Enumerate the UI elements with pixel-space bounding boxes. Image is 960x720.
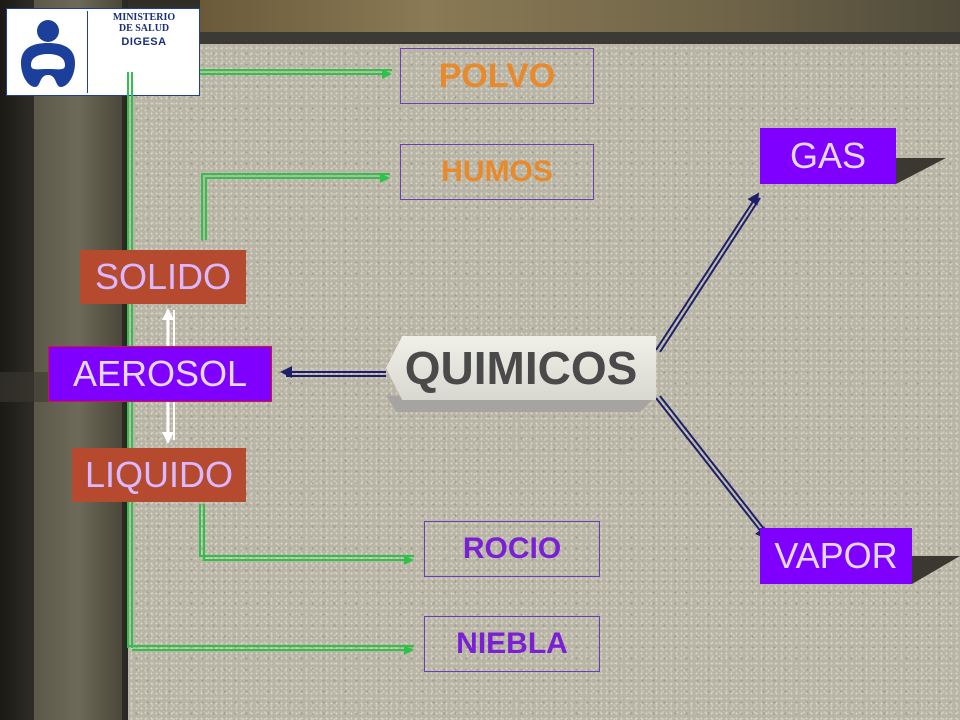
box-solido: SOLIDO	[80, 250, 246, 304]
arrow-quimicos-vapor	[655, 395, 769, 540]
label-aerosol: AEROSOL	[72, 353, 248, 394]
label-rocio: ROCIO	[462, 532, 562, 565]
arrow-aerosol-liquido	[162, 402, 175, 444]
arrow-to-polvo	[200, 69, 392, 79]
arrow-quimicos-aerosol	[280, 366, 386, 378]
box-niebla: NIEBLA	[424, 616, 600, 672]
person-icon	[9, 11, 88, 93]
logo-line-1: MINISTERIO	[112, 12, 176, 23]
gas-box-shadow	[896, 158, 946, 184]
label-liquido: LIQUIDO	[84, 454, 234, 495]
box-polvo: POLVO	[400, 48, 594, 104]
label-quimicos: QUIMICOS	[404, 342, 638, 394]
logo-line-2: DE SALUD	[118, 23, 170, 34]
box-aerosol: AEROSOL	[48, 346, 272, 402]
arrow-to-humos	[201, 173, 390, 240]
box-vapor: VAPOR	[760, 528, 912, 584]
aerosol-box-shadow	[0, 372, 48, 402]
top-band	[200, 0, 960, 32]
vapor-box-shadow	[912, 556, 960, 584]
label-humos: HUMOS	[441, 155, 553, 188]
quimicos-box-base	[386, 396, 656, 412]
box-rocio: ROCIO	[424, 521, 600, 577]
label-vapor: VAPOR	[774, 535, 898, 576]
logo-line-3: DIGESA	[121, 36, 167, 48]
label-polvo: POLVO	[438, 56, 556, 95]
arrow-to-rocio	[199, 504, 414, 565]
top-band-shadow	[200, 32, 960, 44]
box-liquido: LIQUIDO	[72, 448, 246, 502]
arrow-to-niebla	[128, 645, 414, 655]
arrow-aerosol-solido	[162, 308, 175, 346]
box-quimicos: QUIMICOS	[386, 336, 656, 400]
box-gas: GAS	[760, 128, 896, 184]
label-gas: GAS	[789, 135, 867, 176]
label-solido: SOLIDO	[94, 256, 232, 297]
box-humos: HUMOS	[400, 144, 594, 200]
arrow-quimicos-gas	[655, 192, 761, 353]
ministry-logo: MINISTERIO DE SALUD DIGESA	[6, 8, 200, 96]
label-niebla: NIEBLA	[456, 627, 568, 660]
